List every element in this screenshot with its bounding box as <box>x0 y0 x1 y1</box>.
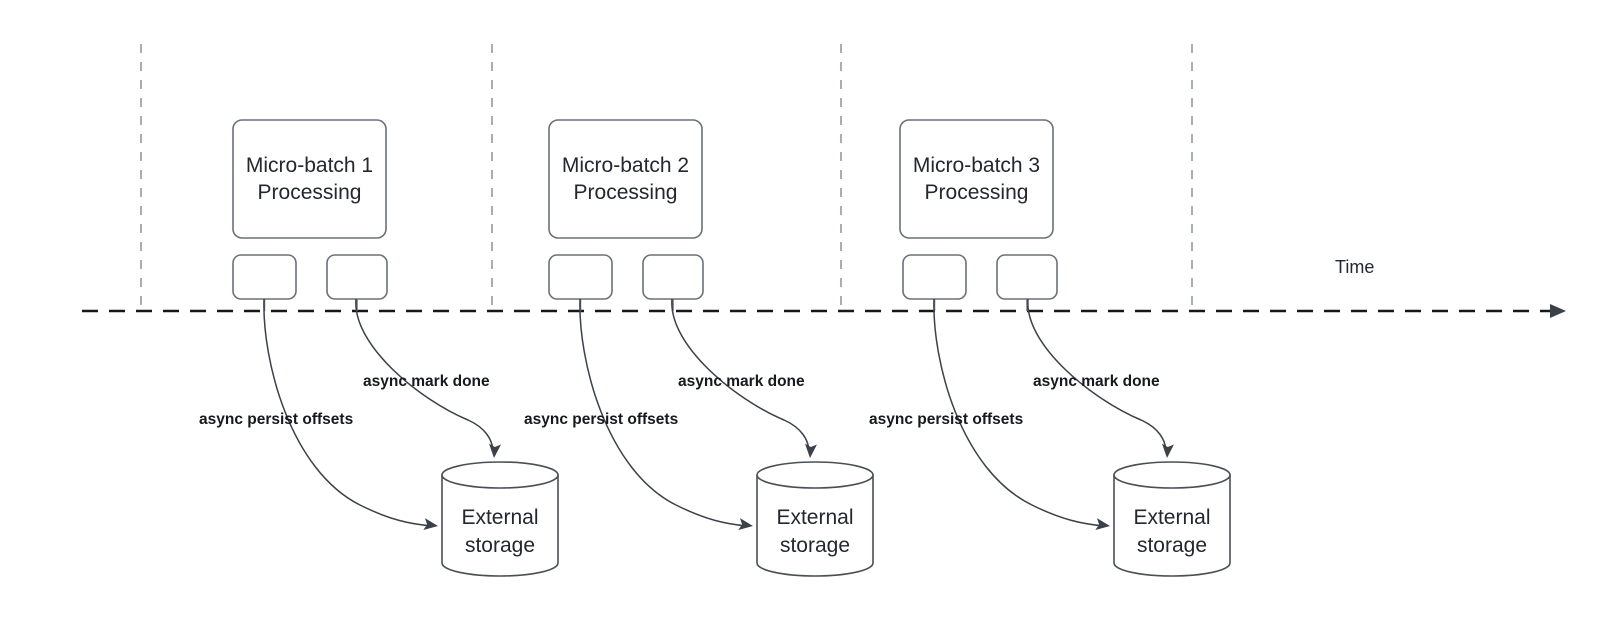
external-storage-cylinder <box>756 461 874 577</box>
task-box-left <box>548 254 613 300</box>
external-storage-label-line1: External <box>1133 506 1210 529</box>
micro-batch-label-line1: Micro-batch 3 <box>913 154 1040 177</box>
mark-done-edge-arrowhead-shape <box>804 443 817 458</box>
micro-batch-box <box>548 119 703 239</box>
persist-offsets-edge-label: async persist offsets <box>199 411 353 428</box>
mark-done-edge-arrowhead <box>1161 443 1174 458</box>
cylinder-body <box>1113 474 1231 577</box>
mark-done-edge-arrowhead-shape <box>1161 443 1174 458</box>
micro-batch-label-line2: Processing <box>258 181 362 204</box>
persist-offsets-edge <box>263 298 433 527</box>
persist-offsets-edge-arrowhead-shape <box>738 518 753 530</box>
persist-offsets-edge-arrowhead <box>423 518 438 530</box>
task-box-right <box>326 254 388 300</box>
persist-offsets-edge-arrowhead-shape <box>423 518 438 530</box>
micro-batch-label-line2: Processing <box>925 181 1029 204</box>
micro-batch-box <box>899 119 1054 239</box>
cylinder-top <box>441 461 559 489</box>
mark-done-edge-label: async mark done <box>363 373 490 390</box>
external-storage-label-line2: storage <box>1137 534 1207 557</box>
task-box-right <box>996 254 1058 300</box>
timeline-label: Time <box>1335 257 1374 277</box>
external-storage-cylinder <box>1113 461 1231 577</box>
persist-offsets-edge <box>933 298 1105 527</box>
external-storage-label-line2: storage <box>465 534 535 557</box>
mark-done-edge <box>1027 298 1167 451</box>
timeline-arrowhead-shape <box>1550 304 1566 318</box>
timeline-arrowhead <box>1550 304 1566 318</box>
micro-batch-box <box>232 119 387 239</box>
cylinder-body <box>441 474 559 577</box>
micro-batch-label-line1: Micro-batch 1 <box>246 154 373 177</box>
task-box-left <box>232 254 297 300</box>
mark-done-edge-label: async mark done <box>678 373 805 390</box>
mark-done-edge-arrowhead-shape <box>488 443 501 458</box>
external-storage-label-line1: External <box>776 506 853 529</box>
persist-offsets-edge-label: async persist offsets <box>869 411 1023 428</box>
mark-done-edge <box>671 298 810 451</box>
persist-offsets-edge <box>579 298 748 527</box>
persist-offsets-edge-arrowhead <box>738 518 753 530</box>
micro-batch-label-line2: Processing <box>574 181 678 204</box>
mark-done-edge <box>355 298 494 451</box>
micro-batch-label-line1: Micro-batch 2 <box>562 154 689 177</box>
task-box-left <box>902 254 967 300</box>
cylinder-body <box>756 474 874 577</box>
external-storage-label-line2: storage <box>780 534 850 557</box>
persist-offsets-edge-label: async persist offsets <box>524 411 678 428</box>
persist-offsets-edge-arrowhead <box>1095 518 1110 530</box>
cylinder-top <box>756 461 874 489</box>
mark-done-edge-label: async mark done <box>1033 373 1160 390</box>
persist-offsets-edge-arrowhead-shape <box>1095 518 1110 530</box>
task-box-right <box>642 254 704 300</box>
external-storage-label-line1: External <box>461 506 538 529</box>
external-storage-cylinder <box>441 461 559 577</box>
cylinder-top <box>1113 461 1231 489</box>
mark-done-edge-arrowhead <box>804 443 817 458</box>
mark-done-edge-arrowhead <box>488 443 501 458</box>
